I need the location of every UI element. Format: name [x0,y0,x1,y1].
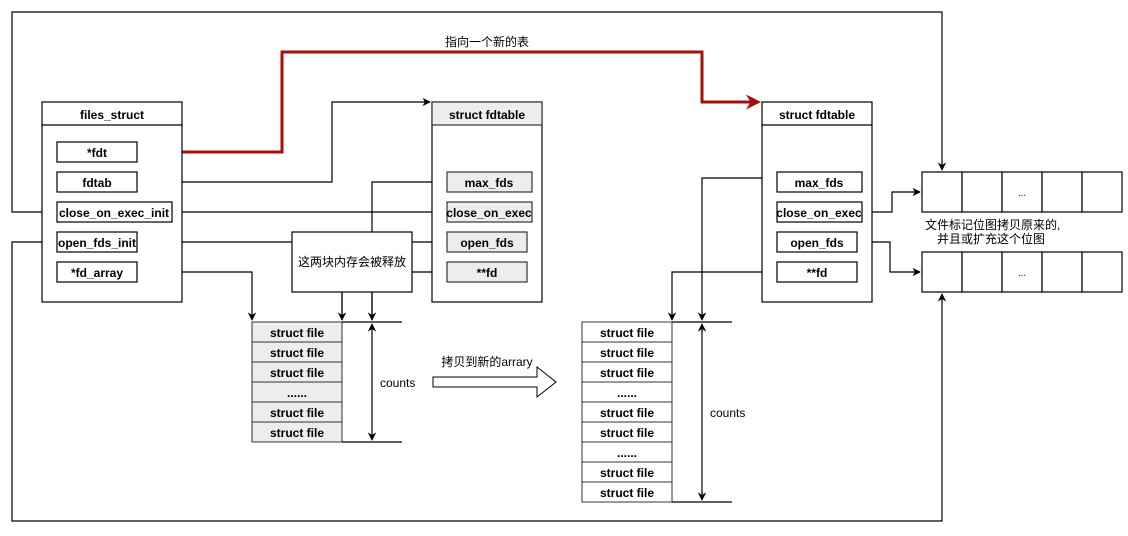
old-file-cell-label: struct file [270,426,324,440]
field-open-fds-init: open_fds_init [58,236,136,250]
bottom-bitmap-cell [1081,251,1123,293]
top-bitmap-cell [1081,171,1123,213]
old-file-cell: struct file [251,341,343,363]
files-struct-title: files_struct [80,108,144,122]
top-bitmap-cell [921,171,963,213]
old-file-cell: struct file [251,401,343,423]
old-file-cell: ...... [251,381,343,403]
connector-new-open-fds-to-bitmap [857,241,921,277]
new-file-cell-label: struct file [600,406,654,420]
old-fdtable-title: struct fdtable [449,108,525,122]
new-field-close-on-exec: close_on_exec [776,206,862,220]
new-file-cell: struct file [581,401,673,423]
copy-arrow [432,365,557,399]
open-fds-bitmap: ... [921,251,1123,293]
new-field-fd: **fd [807,266,828,280]
release-note-text: 这两块内存会被释放 [298,254,406,269]
new-file-cell-label: struct file [600,326,654,340]
old-field-max-fds: max_fds [465,176,514,190]
new-field-max-fds: max_fds [795,176,844,190]
top-bitmap-cell-label: ... [1018,188,1026,199]
red-arrow-fdt-to-new-fdtable [137,50,761,154]
old-field-fd: **fd [477,266,498,280]
old-file-cell-label: ...... [287,386,307,400]
old-fdtable-box: struct fdtable max_fds close_on_exec ope… [431,101,543,303]
bottom-bitmap-cell-label: ... [1018,268,1026,279]
new-field-open-fds: open_fds [790,236,844,250]
connector-close-on-exec-init-to-top-bitmap [11,11,947,213]
new-fdtable-title: struct fdtable [779,108,855,122]
top-bitmap-cell: ... [1001,171,1043,213]
old-file-cell: struct file [251,361,343,383]
old-file-cell: struct file [251,421,343,443]
old-file-cell-label: struct file [270,346,324,360]
red-arrow-label: 指向一个新的表 [445,34,529,49]
new-file-cell-label: struct file [600,366,654,380]
new-file-cell: struct file [581,421,673,443]
top-bitmap-cell [1041,171,1083,213]
new-file-cell: struct file [581,461,673,483]
close-on-exec-bitmap: ... [921,171,1123,213]
new-file-cell-label: struct file [600,426,654,440]
new-file-cell: struct file [581,341,673,363]
new-file-cell-label: struct file [600,346,654,360]
connector-new-close-on-exec-to-bitmap [862,187,921,213]
connector-open-fds-init-to-bottom-bitmap [11,241,947,522]
new-file-cell-label: struct file [600,466,654,480]
copy-arrow-label: 拷贝到新的arrary [441,354,532,369]
old-file-cell-label: struct file [270,326,324,340]
new-file-cell: ...... [581,441,673,463]
new-file-array: struct file struct file struct file...... s… [581,321,673,503]
connector-new-max-fds-to-counts [697,177,777,321]
bitmap-note-line1: 文件标记位图拷贝原来的, [925,217,1060,232]
field-fd-array: *fd_array [71,266,123,280]
new-file-cell-label: ...... [617,386,637,400]
old-file-cell: struct file [251,321,343,343]
old-field-close-on-exec: close_on_exec [446,206,532,220]
files-struct-box: files_struct *fdt fdtab close_on_exec_in… [41,101,183,303]
new-file-cell: struct file [581,361,673,383]
new-file-cell-label: ...... [617,446,637,460]
top-bitmap-cell [961,171,1003,213]
new-file-cell-label: struct file [600,486,654,500]
new-counts-label: counts [710,406,745,420]
bitmap-note-line2: 并且或扩充这个位图 [937,231,1045,246]
new-file-cell: struct file [581,481,673,503]
new-fdtable-box: struct fdtable max_fds close_on_exec ope… [761,101,873,303]
field-fdtab: fdtab [82,176,111,190]
release-note-box: 这两块内存会被释放 [291,231,413,293]
bottom-bitmap-cell: ... [1001,251,1043,293]
old-file-array: struct file struct file struct file...... s… [251,321,343,443]
bottom-bitmap-cell [1041,251,1083,293]
field-fdt: *fdt [87,146,107,160]
new-file-cell: struct file [581,321,673,343]
field-close-on-exec-init: close_on_exec_init [59,206,169,220]
old-field-open-fds: open_fds [460,236,514,250]
old-file-cell-label: struct file [270,406,324,420]
bottom-bitmap-cell [961,251,1003,293]
old-counts-label: counts [380,376,415,390]
connector-new-fd-to-new-array [667,271,777,321]
connector-fdtab-to-old-fdtable [137,97,431,183]
bottom-bitmap-cell [921,251,963,293]
new-file-cell: ...... [581,381,673,403]
old-file-cell-label: struct file [270,366,324,380]
